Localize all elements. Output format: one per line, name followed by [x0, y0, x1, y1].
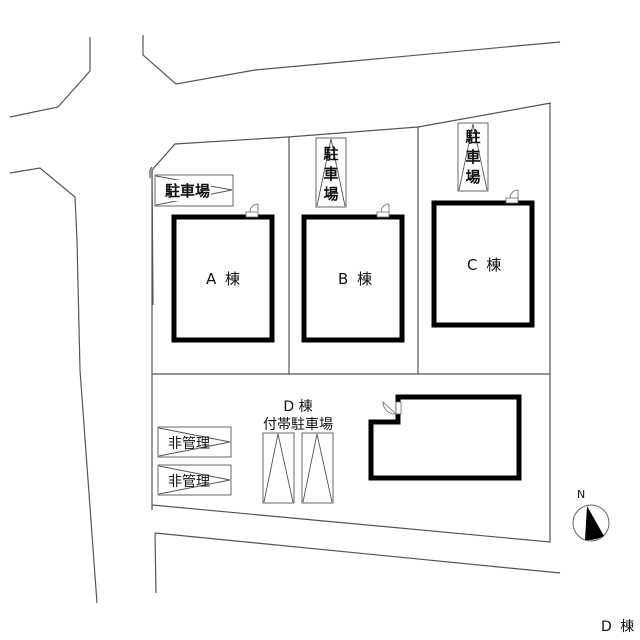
compass-icon — [572, 504, 610, 542]
footer-building-label: D 棟 — [601, 619, 637, 635]
parking-b-char: 場 — [323, 185, 339, 203]
non-managed-label-1: 非管理 — [168, 436, 210, 452]
site-boundary — [151, 102, 561, 594]
building-d — [368, 394, 522, 481]
parking-c-char: 車 — [465, 148, 481, 166]
building-c — [431, 200, 535, 328]
north-label: N — [577, 488, 586, 501]
door-icon-c — [505, 189, 519, 204]
parking-c-char: 駐 — [465, 128, 481, 146]
parking-b-char: 車 — [323, 165, 339, 183]
parking-b-char: 駐 — [323, 145, 339, 163]
d-annex-parking-label: D 棟 付帯駐車場 — [258, 398, 338, 434]
d-annex-subtitle: 付帯駐車場 — [263, 417, 333, 433]
parking-a-label: 駐車場 — [164, 180, 212, 201]
non-managed-label-2: 非管理 — [168, 474, 210, 490]
door-icon-d — [382, 401, 402, 415]
parking-c-char: 場 — [465, 168, 481, 186]
parking-c-label: 駐 車 場 — [464, 127, 482, 187]
parking-c — [457, 122, 489, 192]
d-annex-title: D 棟 — [283, 399, 313, 415]
building-a-label: A 棟 — [206, 270, 243, 288]
non-managed-parking — [157, 426, 232, 496]
d-annex-parking — [262, 432, 334, 504]
parking-b-label: 駐 車 場 — [322, 144, 340, 204]
lot-divisions — [152, 127, 550, 375]
building-a — [171, 214, 275, 343]
door-icon-b — [376, 203, 390, 218]
building-b — [301, 214, 405, 343]
road-lines — [9, 35, 561, 604]
building-c-label: C 棟 — [467, 256, 504, 274]
door-icon-a — [245, 203, 259, 218]
parking-b — [315, 137, 347, 208]
building-b-label: B 棟 — [338, 270, 375, 288]
